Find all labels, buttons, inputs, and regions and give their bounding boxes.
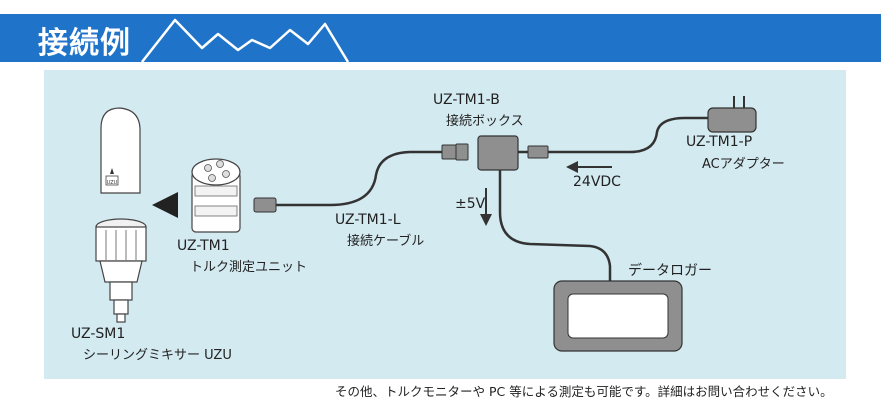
output-signal-label: ±5V [455, 196, 486, 212]
cable-name: 接続ケーブル [347, 234, 425, 249]
torque-unit-name: トルク測定ユニット [190, 260, 308, 275]
mixer-model: UZ-SM1 [71, 326, 126, 342]
torque-unit-model: UZ-TM1 [177, 238, 230, 254]
mountain-line-icon [141, 18, 350, 63]
cable-uz-tm1-l [253, 143, 469, 213]
mixer-illustration: UZU [95, 107, 147, 323]
mixer-logo: UZU [107, 180, 118, 186]
mixer-name: シーリングミキサー UZU [83, 348, 232, 363]
torque-unit-illustration [191, 158, 241, 233]
adapter-name: ACアダプター [702, 157, 785, 172]
data-logger-illustration [553, 280, 683, 352]
triangle-arrow-icon [152, 192, 178, 218]
junction-box-name: 接続ボックス [446, 114, 524, 129]
header-title: 接続例 [38, 26, 131, 61]
junction-box-model: UZ-TM1-B [433, 92, 500, 108]
power-arrow-icon [566, 161, 612, 173]
section-header: 接続例 [0, 0, 891, 64]
logger-cable [498, 170, 612, 282]
cable-model: UZ-TM1-L [335, 212, 401, 228]
adapter-model: UZ-TM1-P [686, 134, 753, 150]
ac-adapter-illustration [707, 96, 757, 133]
footnote: その他、トルクモニターや PC 等による測定も可能です。詳細はお問い合わせくださ… [335, 384, 833, 399]
adapter-cable [518, 116, 710, 159]
junction-box-illustration [477, 135, 519, 171]
power-signal-label: 24VDC [573, 174, 621, 190]
logger-name: データロガー [628, 263, 712, 279]
output-arrow-icon [480, 188, 492, 226]
